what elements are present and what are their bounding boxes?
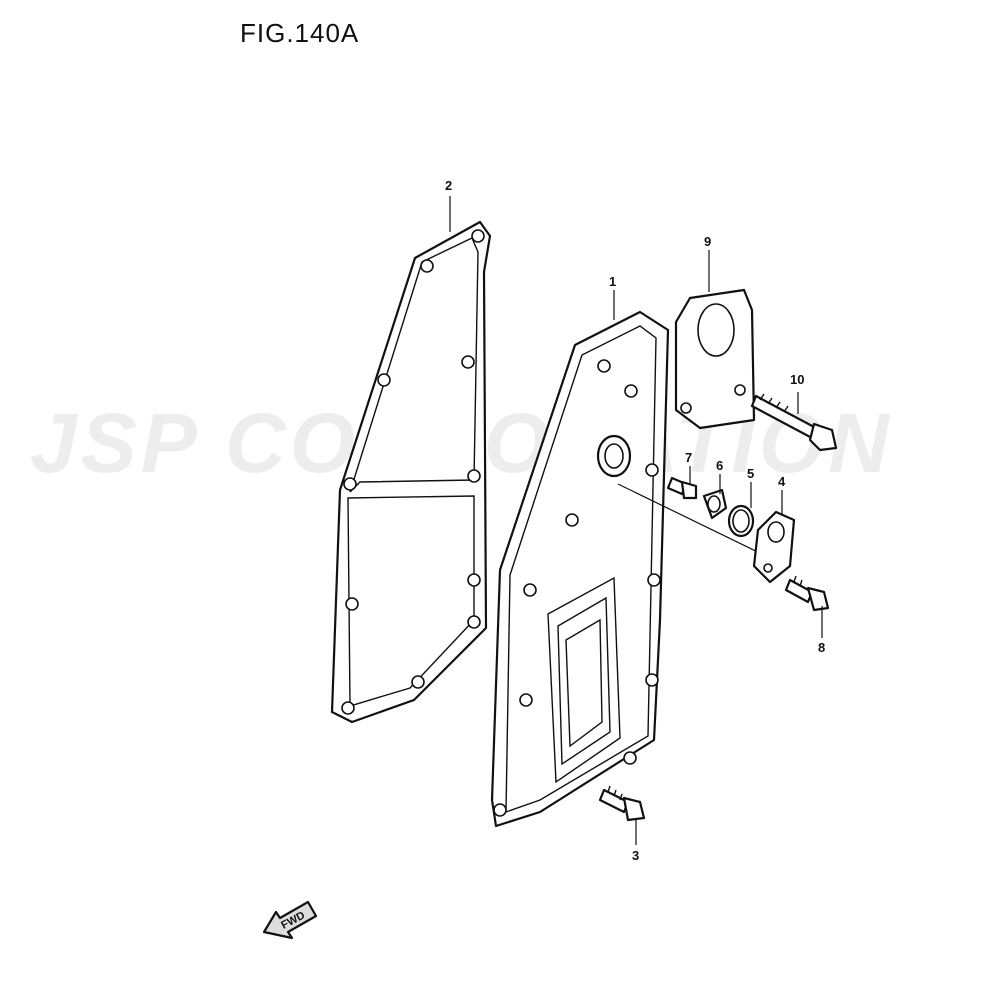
callout-8: 8 (818, 640, 825, 655)
callout-2: 2 (445, 178, 452, 193)
oring-part-5 (727, 504, 755, 538)
figure-title: FIG.140A (240, 18, 360, 48)
callout-10: 10 (790, 372, 804, 387)
bolt-part-3 (598, 785, 646, 822)
callout-6: 6 (716, 458, 723, 473)
bushing-part-6 (702, 488, 728, 520)
plate-part-9 (674, 288, 756, 430)
callout-3: 3 (632, 848, 639, 863)
bolt-part-10 (750, 393, 838, 452)
bolt-part-7 (666, 476, 698, 500)
cover-plate-part-1 (490, 310, 771, 828)
callout-9: 9 (704, 234, 711, 249)
callout-5: 5 (747, 466, 754, 481)
callout-4: 4 (778, 474, 786, 489)
flange-part-4 (752, 510, 796, 584)
callout-7: 7 (685, 450, 692, 465)
callout-1: 1 (609, 274, 616, 289)
fwd-arrow-icon: FWD (262, 900, 318, 940)
gasket-part-2 (330, 220, 492, 724)
bolt-part-8 (784, 575, 830, 612)
